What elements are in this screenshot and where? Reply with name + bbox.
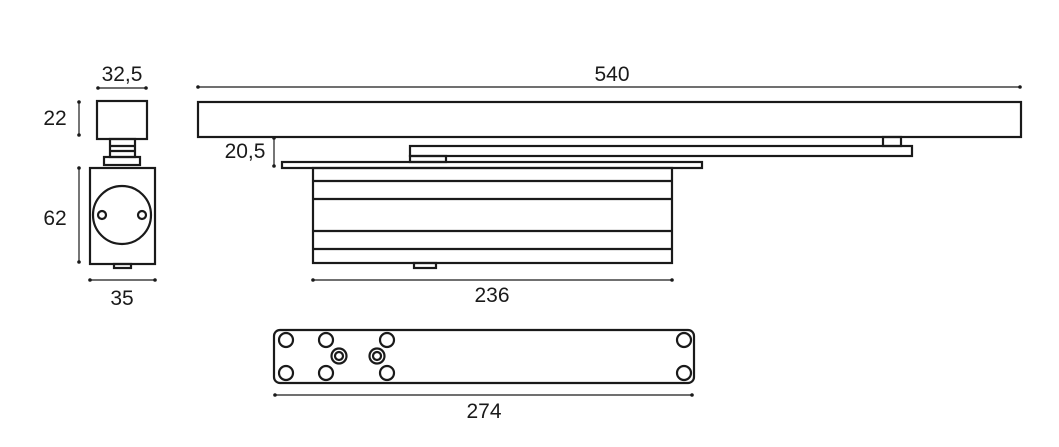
- dim-label-plate-length: 274: [466, 400, 501, 423]
- guide-rail: [196, 100, 1023, 139]
- side-arm-cap: [95, 99, 149, 141]
- dim-label-side-top-width: 32,5: [102, 63, 143, 86]
- mounting-plate-view: 274: [272, 328, 696, 423]
- side-neck: [108, 137, 137, 159]
- dim-label-body-length: 236: [474, 284, 509, 307]
- dim-label-side-top-height: 22: [43, 107, 66, 130]
- slider-block: [881, 135, 903, 148]
- body-foot: [412, 261, 438, 270]
- dim-label-arm-length: 540: [594, 63, 629, 86]
- dim-label-side-body-width: 35: [110, 287, 133, 310]
- closer-body: [311, 166, 674, 265]
- dim-label-arm-offset: 20,5: [225, 140, 266, 163]
- side-spindle-circle: [91, 184, 153, 246]
- side-foot: [112, 262, 133, 270]
- dim-label-side-body-height: 62: [43, 207, 66, 230]
- slide-arm: [408, 144, 914, 158]
- mounting-plate: [272, 328, 696, 385]
- side-flange: [102, 155, 142, 167]
- front-view: 540 20,5 236: [196, 63, 1023, 307]
- side-view: 32,5 22 62 35: [43, 63, 157, 310]
